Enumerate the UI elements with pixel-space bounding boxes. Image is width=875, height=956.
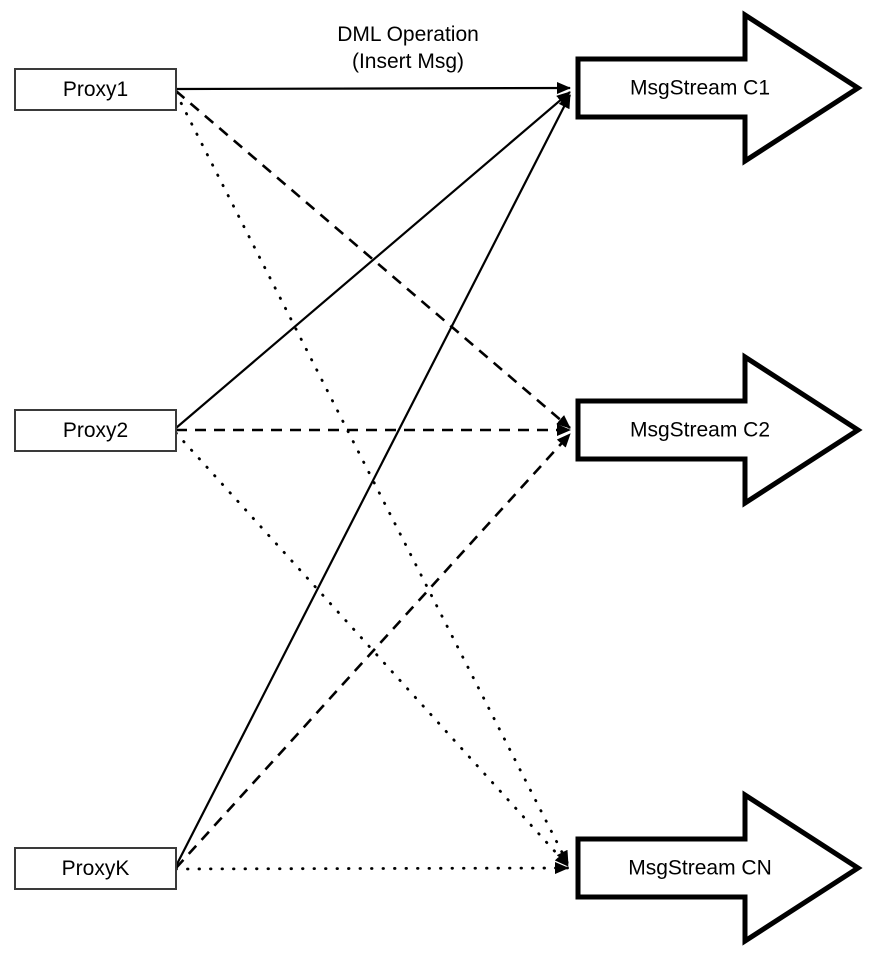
proxy2-label: Proxy2 bbox=[63, 419, 128, 442]
edge-caption-line2: (Insert Msg) bbox=[352, 50, 464, 73]
stream-c2-label: MsgStream C2 bbox=[630, 419, 770, 442]
link-proxyk-stream-c1[interactable] bbox=[175, 94, 571, 867]
stream-node-c1[interactable]: MsgStream C1 bbox=[575, 10, 863, 166]
stream-c1-arrow-shape[interactable] bbox=[575, 10, 863, 166]
link-proxy2-stream-cn[interactable] bbox=[174, 431, 570, 868]
proxyk-box[interactable] bbox=[14, 847, 177, 890]
stream-cn-arrow-shape[interactable] bbox=[575, 790, 863, 946]
edge-caption-line1: DML Operation bbox=[337, 23, 479, 46]
proxy1-box[interactable] bbox=[14, 68, 177, 111]
stream-node-cn[interactable]: MsgStream CN bbox=[575, 790, 863, 946]
proxy-node-proxy2[interactable]: Proxy2 bbox=[14, 409, 177, 452]
stream-node-c2[interactable]: MsgStream C2 bbox=[575, 352, 863, 508]
stream-cn-label: MsgStream CN bbox=[628, 857, 772, 880]
link-proxy1-stream-c1[interactable] bbox=[175, 82, 571, 95]
proxy1-label: Proxy1 bbox=[63, 78, 128, 101]
proxy-node-proxyk[interactable]: ProxyK bbox=[14, 847, 177, 890]
link-proxyk-stream-c2[interactable] bbox=[175, 433, 571, 869]
proxy-node-proxy1[interactable]: Proxy1 bbox=[14, 68, 177, 111]
link-proxyk-stream-cn[interactable] bbox=[174, 862, 570, 875]
link-proxy1-stream-c2[interactable] bbox=[175, 90, 571, 429]
link-proxy2-stream-c1[interactable] bbox=[175, 91, 571, 429]
proxyk-label: ProxyK bbox=[62, 857, 130, 880]
edge-caption: DML Operation (Insert Msg) bbox=[337, 23, 479, 73]
stream-c1-label: MsgStream C1 bbox=[630, 77, 770, 100]
link-layer bbox=[174, 82, 571, 875]
proxy2-box[interactable] bbox=[14, 409, 177, 452]
stream-c2-arrow-shape[interactable] bbox=[575, 352, 863, 508]
link-proxy1-stream-cn[interactable] bbox=[174, 91, 570, 866]
